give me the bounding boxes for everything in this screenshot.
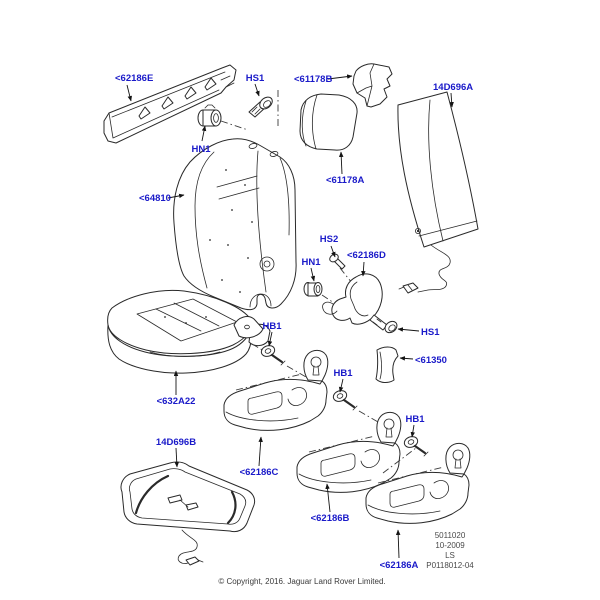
callout-hs2[interactable]: HS2: [320, 234, 338, 245]
callout-hs1-top[interactable]: HS1: [246, 73, 265, 84]
callout-61178B[interactable]: <61178B: [294, 74, 332, 85]
callout-labels: <62186E HS1 <61178B 14D696A HN1 <61178A …: [115, 73, 473, 571]
part-valance-62186A: [365, 442, 471, 524]
wire-connector: [185, 556, 200, 566]
part-cover-61350: [375, 346, 399, 383]
stamp-date: 10-2009: [435, 541, 465, 550]
callout-61178A[interactable]: <61178A: [326, 175, 364, 186]
stamp-catalog-number: 5011020: [435, 531, 466, 540]
fastener-bolt-hs1-top: [248, 96, 273, 118]
callout-62186E[interactable]: <62186E: [115, 73, 153, 84]
callout-14D696B[interactable]: 14D696B: [156, 437, 196, 448]
copyright-notice: © Copyright, 2016. Jaguar Land Rover Lim…: [218, 577, 385, 586]
callout-hb1-2[interactable]: HB1: [333, 368, 353, 379]
part-cushion-heater-mat-14D696B: [120, 461, 256, 566]
callout-hb1-1[interactable]: HB1: [262, 321, 282, 332]
callout-62186C[interactable]: <62186C: [240, 467, 279, 478]
callout-64810[interactable]: <64810: [139, 193, 171, 204]
callout-hb1-3[interactable]: HB1: [405, 414, 425, 425]
leader-lines: [126, 74, 454, 559]
fastener-clip-nut-hn1-top: [197, 104, 222, 127]
callout-62186D[interactable]: <62186D: [347, 250, 386, 261]
figure-stamp: 5011020 10-2009 LS P0118012-04: [426, 531, 474, 570]
part-valance-62186C: [223, 349, 329, 431]
frame-bracket-wing: [233, 316, 264, 339]
assembly-line: [251, 343, 267, 353]
part-valance-62186B: [296, 411, 402, 493]
stamp-market-code: LS: [445, 551, 455, 560]
callout-62186A[interactable]: <62186A: [380, 560, 419, 571]
callout-61350[interactable]: <61350: [415, 355, 447, 366]
stamp-plate-number: P0118012-04: [426, 561, 474, 570]
callout-14D696A[interactable]: 14D696A: [433, 82, 473, 93]
callout-62186B[interactable]: <62186B: [311, 513, 350, 524]
part-headrest-61178A: [299, 93, 358, 151]
part-cushion-pad-632A22: [107, 289, 271, 374]
fastener-screw-hs2: [329, 253, 346, 270]
fastener-pin-hb1-1: [260, 345, 307, 378]
heater-mat-wire: [417, 244, 451, 293]
callout-hn1-top[interactable]: HN1: [191, 144, 211, 155]
fastener-pin-hb1-2: [332, 390, 379, 423]
callout-hs1-mid[interactable]: HS1: [421, 327, 440, 338]
part-backrest-heater-mat-14D696A: [397, 91, 479, 294]
heater-mat-wire: [177, 529, 198, 564]
callout-632A22[interactable]: <632A22: [157, 396, 196, 407]
callout-hn1-mid[interactable]: HN1: [301, 257, 321, 268]
fastener-bolt-hs1-mid: [369, 314, 398, 334]
part-backrest-top-trim-62186E: [103, 64, 237, 144]
part-backrest-pad-64810: [173, 138, 297, 311]
part-recliner-handle-62186D: [322, 273, 383, 325]
assembly-line: [220, 120, 249, 131]
part-headrest-guide-61178B: [352, 63, 393, 108]
fastener-clip-nut-hn1-mid: [303, 282, 323, 297]
fastener-pin-hb1-3: [382, 436, 429, 474]
